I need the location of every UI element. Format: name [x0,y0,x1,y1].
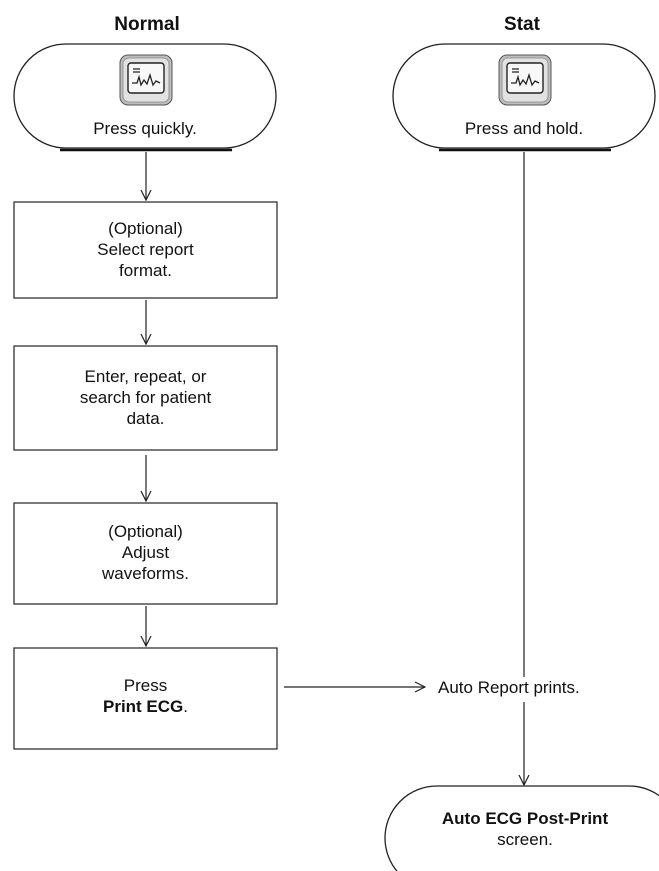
start-normal-label: Press quickly. [93,119,197,138]
step-box-2 [13,345,278,451]
end-terminal-text: Auto ECG Post-Print screen. [441,809,609,849]
step-1-text: (Optional) Select report format. [97,219,194,280]
column-title-normal: Normal [114,14,180,35]
step-2-text: Enter, repeat, or search for patient dat… [79,367,212,428]
auto-report-label: Auto Report prints. [438,678,580,697]
step-box-4 [13,647,278,750]
column-title-stat: Stat [504,14,540,35]
ecg-key-icon [119,54,173,106]
ecg-key-icon [498,54,552,106]
step-3-text: (Optional) Adjust waveforms. [102,522,189,583]
step-box-1 [13,201,278,299]
print-ecg-key-label: Print ECG [102,697,184,716]
end-terminal [384,785,659,871]
step-box-3 [13,502,278,605]
start-stat-label: Press and hold. [464,119,584,138]
step-4-text: Press Print ECG. [102,676,189,716]
